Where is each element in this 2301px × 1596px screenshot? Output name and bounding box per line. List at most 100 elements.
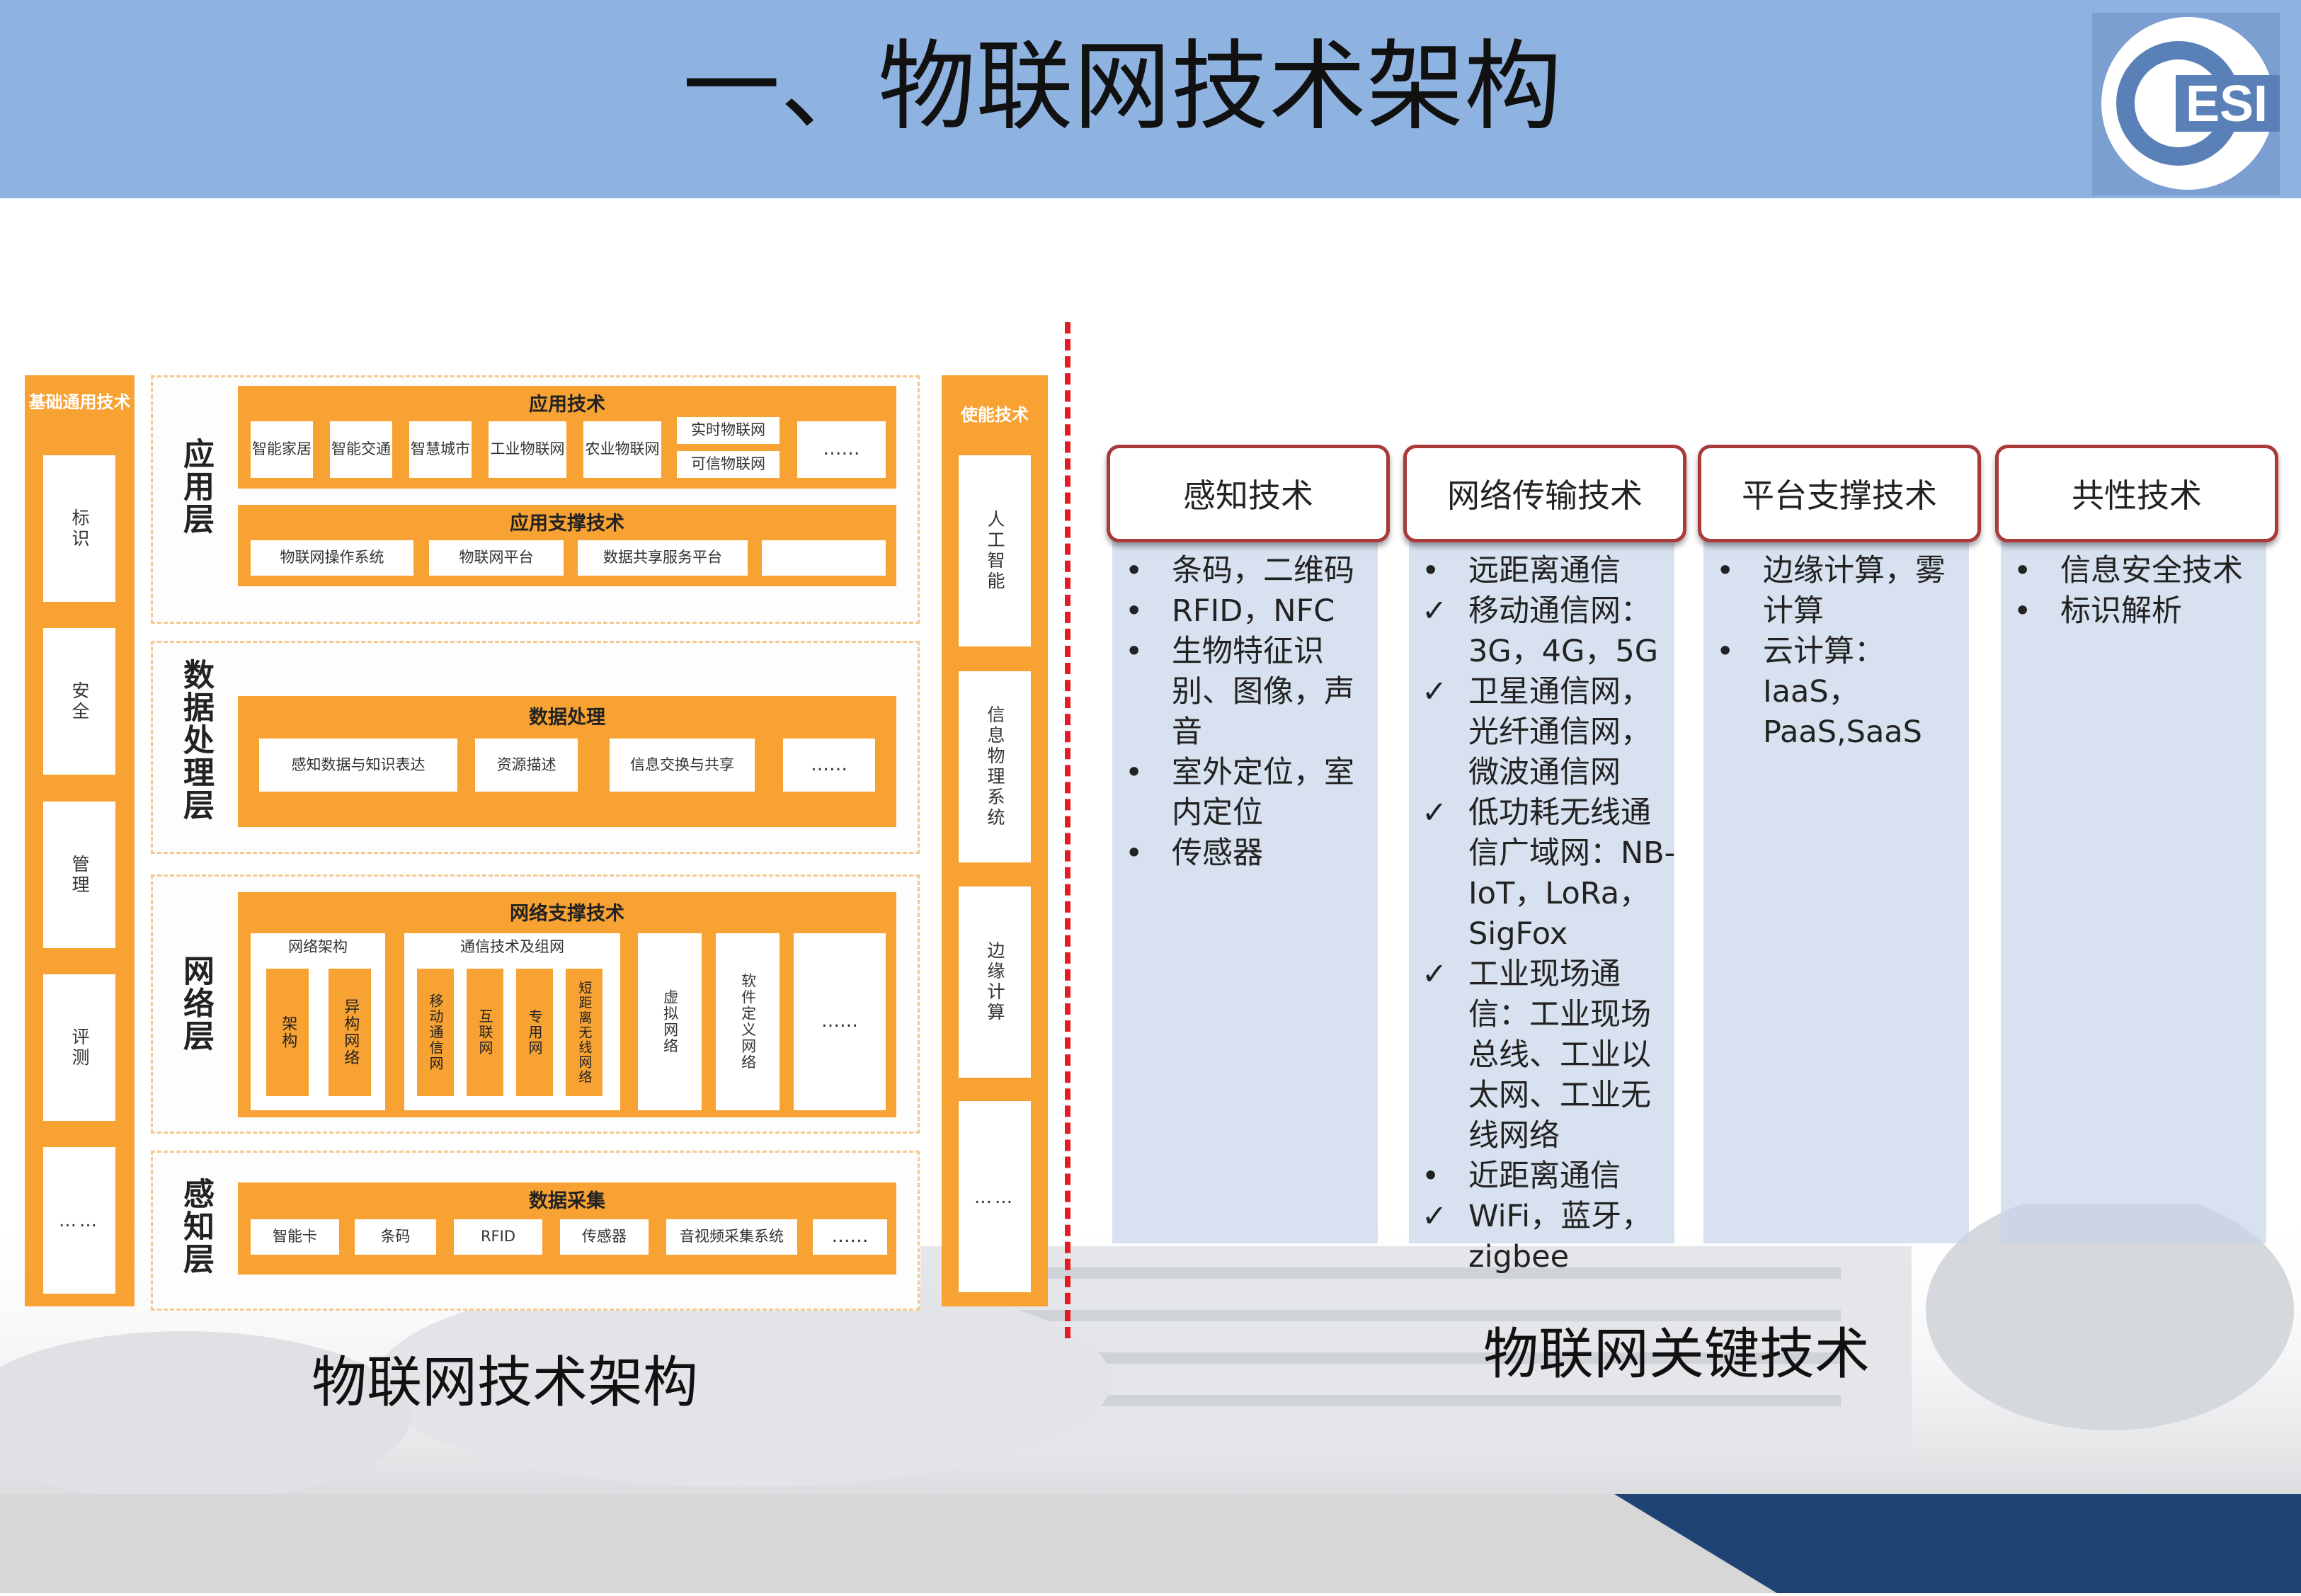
bullet-icon: • xyxy=(1125,593,1143,629)
app-support-data-sharing-platform: 数据共享服务平台 xyxy=(578,540,748,576)
app-tech-realtime-iot: 实时物联网 xyxy=(677,417,780,444)
enabling-item-more: …… xyxy=(959,1101,1031,1292)
network-layer: 网络层 网络支撑技术 网络架构 架构 异构网络 通信技术及组网 移动通信网 互联… xyxy=(151,874,920,1134)
app-tech-smart-transport: 智能交通 xyxy=(330,421,392,478)
app-tech-more: …… xyxy=(797,421,886,478)
key-tech-title-common: 共性技术 xyxy=(1995,445,2278,542)
key-tech-item: •近距离通信 xyxy=(1409,1156,1678,1197)
network-item-virtual: 虚拟网络 xyxy=(638,933,702,1110)
application-layer: 应用层 应用技术 智能家居 智能交通 智慧城市 工业物联网 农业物联网 实时物联… xyxy=(151,375,920,624)
network-support-title: 网络支撑技术 xyxy=(510,903,624,925)
comm-tech-group: 通信技术及组网 移动通信网 互联网 专用网 短距离无线网络 xyxy=(404,933,620,1110)
sensing-item-barcode: 条码 xyxy=(355,1219,436,1255)
sensing-item-more: …… xyxy=(813,1219,887,1255)
key-tech-item: •生物特征识别、图像，声音 xyxy=(1112,632,1381,753)
key-tech-body-sensing xyxy=(1112,535,1378,1243)
key-tech-item: ✓ 移动通信网：3G，4G，5G xyxy=(1409,591,1678,672)
key-tech-title-sensing: 感知技术 xyxy=(1107,445,1390,542)
key-tech-item-text: 标识解析 xyxy=(2060,593,2182,629)
key-tech-item: • 标识解析 xyxy=(2001,591,2270,632)
key-tech-list-network: •远距离通信✓移动通信网：3G，4G，5G✓卫星通信网，光纤通信网，微波通信网✓… xyxy=(1409,551,1678,1277)
app-tech-smart-home: 智能家居 xyxy=(251,421,313,478)
header-bar xyxy=(0,0,2301,198)
sensing-item-sensor: 传感器 xyxy=(560,1219,649,1255)
enabling-item-ai: 人工智能 xyxy=(959,455,1031,646)
sensing-item-rfid: RFID xyxy=(454,1219,542,1255)
key-tech-item-text: 室外定位，室内定位 xyxy=(1172,755,1354,831)
key-tech-caption: 物联网关键技术 xyxy=(1483,1323,1871,1386)
enabling-item-cps: 信息物理系统 xyxy=(959,671,1031,862)
sensing-layer: 感知层 数据采集 智能卡 条码 RFID 传感器 音视频采集系统 …… xyxy=(151,1151,920,1311)
check-icon: ✓ xyxy=(1422,593,1448,629)
key-tech-item-text: 卫星通信网，光纤通信网，微波通信网 xyxy=(1468,674,1651,790)
bullet-icon: • xyxy=(1125,553,1143,588)
foundation-item-evaluation: 评测 xyxy=(43,974,115,1121)
sensing-item-av-capture: 音视频采集系统 xyxy=(666,1219,797,1255)
data-processing-layer: 数据处理层 数据处理 感知数据与知识表达 资源描述 信息交换与共享 …… xyxy=(151,641,920,854)
network-item-sdn: 软件定义网络 xyxy=(716,933,780,1110)
bullet-icon: • xyxy=(1422,553,1440,588)
network-architecture-title: 网络架构 xyxy=(288,938,348,955)
comm-item-mobile-network: 移动通信网 xyxy=(417,969,454,1096)
key-tech-item: • 远距离通信 xyxy=(1409,551,1678,591)
bullet-icon: • xyxy=(1716,634,1735,669)
app-support-iot-platform: 物联网平台 xyxy=(429,540,564,576)
bullet-icon: • xyxy=(2014,553,2032,588)
app-tech-agricultural-iot: 农业物联网 xyxy=(583,421,661,478)
key-tech-item: • 边缘计算，雾计算 xyxy=(1703,551,1972,632)
app-support-empty xyxy=(762,540,886,576)
data-item-more: …… xyxy=(783,739,875,792)
esi-logo: ESI xyxy=(2092,13,2282,195)
data-item-info-exchange: 信息交换与共享 xyxy=(610,739,755,792)
key-tech-title-network: 网络传输技术 xyxy=(1403,445,1686,542)
page-title: 一、物联网技术架构 xyxy=(682,30,1562,144)
iot-architecture-diagram: 基础通用技术 标识 安全 管理 评测 …… 使能技术 人工智能 信息物理系统 边… xyxy=(25,372,1048,1311)
data-processing-box: 数据处理 感知数据与知识表达 资源描述 信息交换与共享 …… xyxy=(238,696,896,827)
foundation-tech-column: 基础通用技术 标识 安全 管理 评测 …… xyxy=(25,375,135,1306)
application-support-title: 应用支撑技术 xyxy=(510,513,624,535)
network-arch-item-heterogeneous: 异构网络 xyxy=(329,969,371,1096)
application-tech-title: 应用技术 xyxy=(529,394,605,416)
key-tech-item-text: 云计算：IaaS，PaaS,SaaS xyxy=(1763,634,1922,750)
network-architecture-group: 网络架构 架构 异构网络 xyxy=(251,933,385,1110)
app-tech-industrial-iot: 工业物联网 xyxy=(489,421,566,478)
section-divider xyxy=(1065,322,1070,1338)
application-support-box: 应用支撑技术 物联网操作系统 物联网平台 数据共享服务平台 xyxy=(238,505,896,586)
key-tech-item: • 条码，二维码 xyxy=(1112,551,1381,591)
enabling-tech-header: 使能技术 xyxy=(961,405,1029,425)
check-icon: ✓ xyxy=(1422,795,1448,831)
key-tech-item-text: RFID，NFC xyxy=(1172,593,1335,629)
key-tech-item-text: 移动通信网：3G，4G，5G xyxy=(1468,593,1659,669)
bullet-icon: • xyxy=(2014,593,2032,629)
footer-accent xyxy=(1614,1494,2301,1593)
key-tech-item-text: 远距离通信 xyxy=(1468,553,1621,588)
key-tech-item: • 云计算：IaaS，PaaS,SaaS xyxy=(1703,632,1972,753)
foundation-item-more: …… xyxy=(43,1147,115,1294)
foundation-tech-header: 基础通用技术 xyxy=(28,392,131,412)
key-tech-item: •信息安全技术 xyxy=(2001,551,2270,591)
key-tech-item-text: 边缘计算，雾计算 xyxy=(1763,553,1946,629)
key-tech-list-sensing: •条码，二维码•RFID，NFC•生物特征识别、图像，声音•室外定位，室内定位•… xyxy=(1112,551,1381,874)
bullet-icon: • xyxy=(1125,755,1143,790)
key-tech-item-text: 条码，二维码 xyxy=(1172,553,1354,588)
bullet-icon: • xyxy=(1716,553,1735,588)
comm-item-short-range-wireless: 短距离无线网络 xyxy=(566,969,603,1096)
data-collection-title: 数据采集 xyxy=(529,1190,605,1212)
application-tech-box: 应用技术 智能家居 智能交通 智慧城市 工业物联网 农业物联网 实时物联网 可信… xyxy=(238,386,896,489)
sensing-layer-label: 感知层 xyxy=(178,1178,214,1275)
app-tech-smart-city: 智慧城市 xyxy=(409,421,472,478)
comm-item-private-network: 专用网 xyxy=(516,969,553,1096)
svg-text:ESI: ESI xyxy=(2186,76,2268,132)
key-tech-item-text: 近距离通信 xyxy=(1468,1158,1621,1194)
application-layer-label: 应用层 xyxy=(178,438,214,535)
key-tech-item-text: 工业现场通信：工业现场总线、工业以太网、工业无线网络 xyxy=(1468,957,1651,1153)
key-tech-item: ✓低功耗无线通信广域网：NB-IoT，LoRa，SigFox xyxy=(1409,793,1678,954)
key-tech-item: • RFID，NFC xyxy=(1112,591,1381,632)
key-tech-list-platform: • 边缘计算，雾计算 • 云计算：IaaS，PaaS,SaaS xyxy=(1703,551,1972,753)
data-collection-box: 数据采集 智能卡 条码 RFID 传感器 音视频采集系统 …… xyxy=(238,1182,896,1275)
bullet-icon: • xyxy=(1125,634,1143,669)
sensing-item-smart-card: 智能卡 xyxy=(251,1219,339,1255)
foundation-item-security: 安全 xyxy=(43,628,115,775)
check-icon: ✓ xyxy=(1422,957,1448,992)
key-tech-item: •传感器 xyxy=(1112,833,1381,874)
